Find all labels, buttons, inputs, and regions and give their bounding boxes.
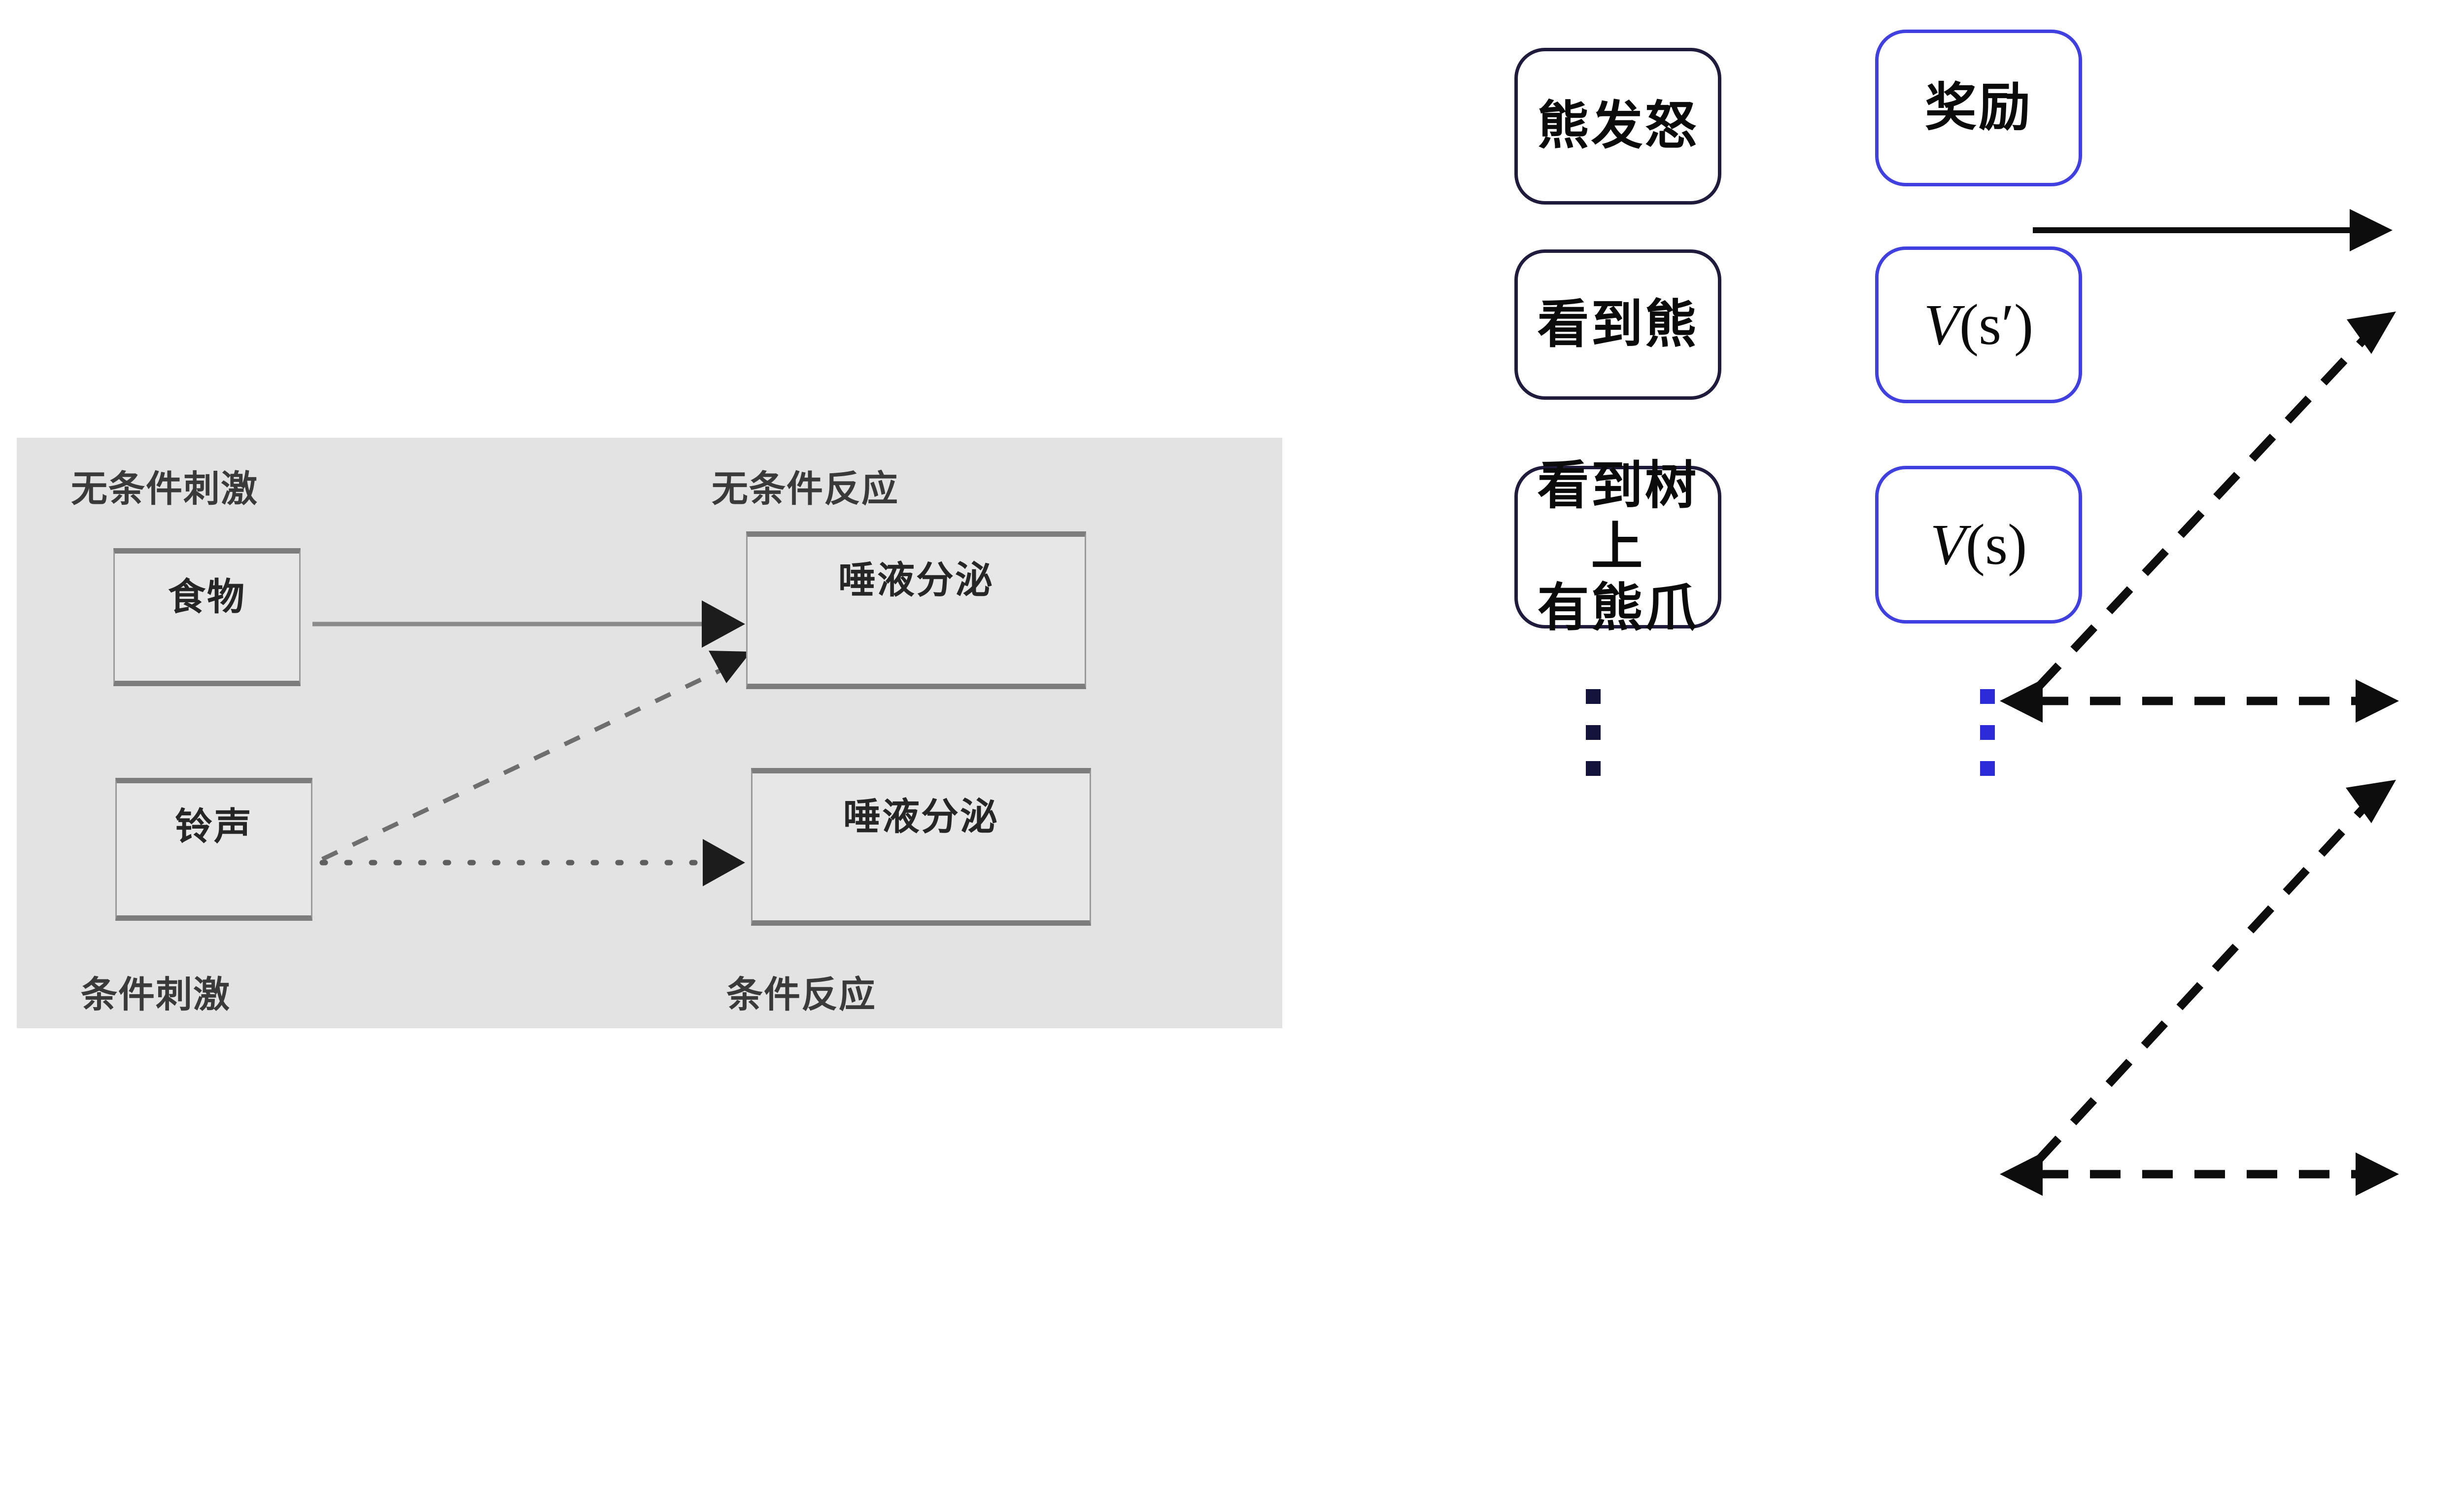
rl-box-value-next-state-label: V(s′) bbox=[1924, 290, 2033, 359]
rl-box-reward-label: 奖励 bbox=[1924, 79, 2032, 137]
ellipsis-values-column bbox=[1980, 689, 1995, 776]
v-arg-next: (s′) bbox=[1959, 292, 2034, 357]
pavlov-box-salivation-unconditioned-label: 唾液分泌 bbox=[838, 559, 994, 601]
v-symbol-next: V bbox=[1923, 292, 1959, 357]
rl-box-see-claw-marks: 看到树上有熊爪 bbox=[1514, 457, 1721, 637]
see-claw-line-1: 看到树上 bbox=[1537, 457, 1699, 576]
label-unconditioned-stimulus: 无条件刺激 bbox=[71, 468, 258, 509]
edge-bell-to-conditioned-salivation bbox=[319, 839, 745, 886]
edge-food-to-salivation bbox=[312, 600, 745, 648]
pavlov-box-salivation-conditioned: 唾液分泌 bbox=[751, 768, 1091, 926]
ellipsis-dot bbox=[1586, 689, 1601, 704]
ellipsis-dot bbox=[1980, 689, 1995, 704]
td-learning-diagram: 熊发怒 奖励 看到熊 V(s′) 看到树上有熊爪 V(s) bbox=[1454, 0, 2464, 1499]
rl-box-see-bear-label: 看到熊 bbox=[1537, 295, 1699, 353]
rl-box-value-next-state: V(s′) bbox=[1875, 246, 2082, 403]
rl-arrows-layer bbox=[2000, 209, 2399, 1196]
edge-see-bear-to-reward bbox=[2034, 312, 2396, 691]
rl-box-value-current-state: V(s) bbox=[1875, 466, 2082, 624]
pavlov-box-bell-label: 铃声 bbox=[175, 806, 253, 848]
classical-conditioning-panel: 无条件刺激 无条件反应 条件刺激 条件反应 食物 铃声 唾液分泌 唾液分泌 bbox=[17, 438, 1282, 1028]
rl-box-reward: 奖励 bbox=[1875, 30, 2082, 186]
pavlov-box-salivation-unconditioned: 唾液分泌 bbox=[746, 531, 1086, 689]
ellipsis-dot bbox=[1586, 725, 1601, 740]
rl-box-bear-angry-label: 熊发怒 bbox=[1537, 97, 1699, 155]
ellipsis-dot bbox=[1586, 761, 1601, 776]
v-symbol-current: V bbox=[1930, 512, 1966, 577]
rl-box-bear-angry: 熊发怒 bbox=[1514, 48, 1721, 205]
edge-see-claw-to-v-s bbox=[2000, 1152, 2399, 1196]
rl-box-see-claw-marks-label: 看到树上有熊爪 bbox=[1518, 455, 1718, 639]
ellipsis-dot bbox=[1980, 761, 1995, 776]
edge-bell-to-unconditioned-salivation bbox=[321, 651, 751, 862]
rl-box-see-bear: 看到熊 bbox=[1514, 249, 1721, 400]
edge-bear-angry-to-reward bbox=[2033, 209, 2393, 251]
label-conditioned-stimulus: 条件刺激 bbox=[81, 974, 231, 1015]
edge-see-claw-to-v-s-prime bbox=[2034, 780, 2396, 1164]
ellipsis-states-column bbox=[1586, 689, 1601, 776]
edge-see-bear-to-v-s-prime bbox=[2000, 679, 2399, 723]
pavlov-box-bell: 铃声 bbox=[115, 778, 312, 921]
v-arg-current: (s) bbox=[1965, 512, 2027, 577]
label-conditioned-response: 条件反应 bbox=[726, 974, 876, 1015]
pavlov-box-food: 食物 bbox=[113, 548, 301, 686]
pavlov-box-salivation-conditioned-label: 唾液分泌 bbox=[843, 796, 999, 838]
pavlov-arrows-layer bbox=[312, 600, 751, 886]
label-unconditioned-response: 无条件反应 bbox=[712, 468, 899, 509]
pavlov-box-food-label: 食物 bbox=[168, 576, 246, 618]
rl-box-value-current-state-label: V(s) bbox=[1930, 510, 2027, 579]
see-claw-line-2: 有熊爪 bbox=[1537, 579, 1699, 637]
ellipsis-dot bbox=[1980, 725, 1995, 740]
